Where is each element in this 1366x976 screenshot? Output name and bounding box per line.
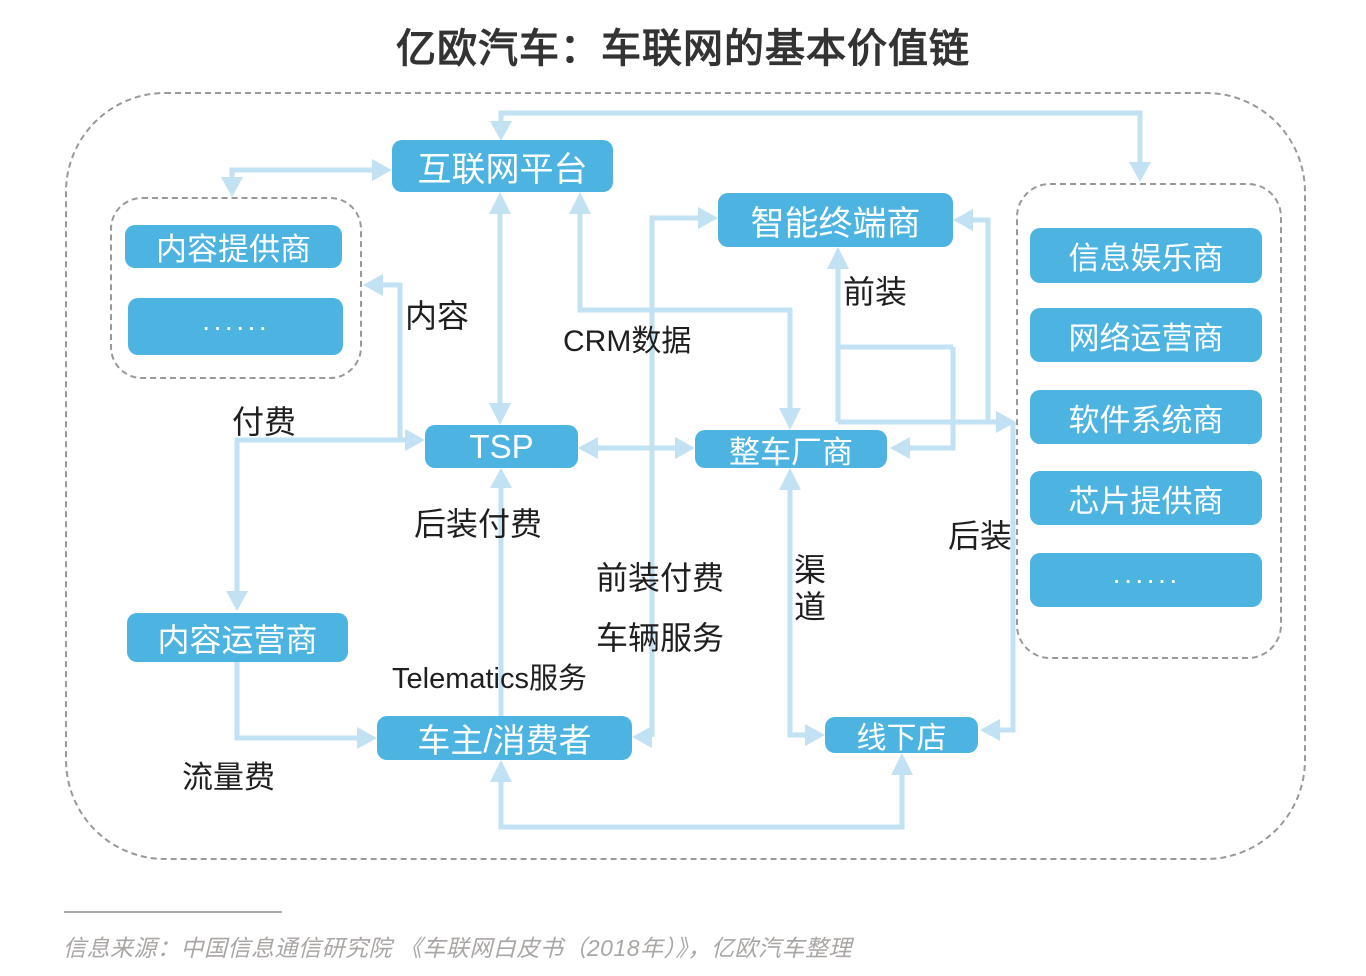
node-content-operator: 内容运营商 bbox=[127, 613, 348, 662]
edge-owner-terminal bbox=[632, 207, 718, 748]
node-infotainment: 信息娱乐商 bbox=[1030, 228, 1262, 283]
edge-oem-store-channel bbox=[779, 468, 825, 746]
label-front-install-pay: 前装付费 bbox=[596, 560, 725, 596]
node-supplier-ellipsis: ······ bbox=[1030, 553, 1262, 607]
label-vehicle-service: 车辆服务 bbox=[596, 620, 725, 656]
node-content-ellipsis: ······ bbox=[128, 298, 343, 355]
edge-crm bbox=[569, 192, 801, 430]
label-front-install: 前装 bbox=[843, 274, 908, 310]
label-content: 内容 bbox=[405, 298, 470, 334]
node-car-owner: 车主/消费者 bbox=[377, 716, 632, 760]
edge-platform-tsp bbox=[489, 192, 511, 425]
edge-front-install-cluster bbox=[827, 209, 1016, 459]
edge-platform-suppliers-top bbox=[490, 110, 1151, 182]
node-oem: 整车厂商 bbox=[695, 430, 887, 470]
node-chip-provider: 芯片提供商 bbox=[1030, 471, 1262, 525]
supplier-group bbox=[1016, 183, 1282, 659]
diagram-title: 亿欧汽车：车联网的基本价值链 bbox=[396, 27, 970, 71]
node-offline-store: 线下店 bbox=[825, 717, 978, 755]
label-aftermarket-pay: 后装付费 bbox=[414, 506, 543, 542]
edge-owner-store-bottom bbox=[490, 753, 913, 830]
label-aftermarket: 后装 bbox=[948, 518, 1013, 554]
edge-platform-contentgroup bbox=[221, 159, 392, 197]
label-channel: 渠道 bbox=[793, 552, 826, 625]
node-tsp: TSP bbox=[425, 425, 578, 468]
label-traffic-fee: 流量费 bbox=[182, 760, 275, 795]
node-internet-platform: 互联网平台 bbox=[392, 140, 613, 192]
label-telematics-service: Telematics服务 bbox=[392, 663, 587, 695]
source-divider bbox=[64, 911, 282, 913]
content-provider-group bbox=[110, 197, 362, 379]
node-smart-terminal: 智能终端商 bbox=[718, 193, 953, 247]
edge-tsp-oem bbox=[578, 437, 695, 459]
node-network-operator: 网络运营商 bbox=[1030, 308, 1262, 362]
node-content-provider: 内容提供商 bbox=[125, 225, 342, 268]
edge-store-suppliers-aftermarket bbox=[980, 422, 1016, 741]
node-software-system: 软件系统商 bbox=[1030, 390, 1262, 444]
label-crm-data: CRM数据 bbox=[563, 325, 692, 358]
label-pay: 付费 bbox=[232, 404, 297, 440]
outer-boundary bbox=[65, 92, 1306, 860]
source-note: 信息来源：中国信息通信研究院 《车联网白皮书（2018年）》，亿欧汽车整理 bbox=[63, 935, 853, 961]
edge-content-pay-junction bbox=[226, 274, 425, 611]
edge-owner-tsp bbox=[490, 468, 512, 716]
edge-operator-owner bbox=[234, 662, 377, 749]
